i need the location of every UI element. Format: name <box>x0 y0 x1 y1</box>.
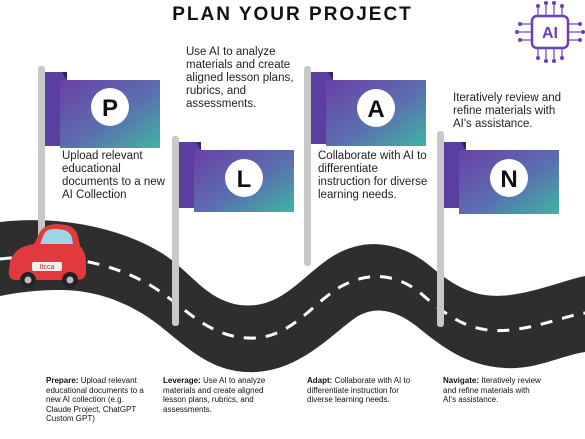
flag-badge-a <box>357 89 395 127</box>
caption-p: Upload relevant educational documents to… <box>62 150 165 201</box>
flag-badge-n <box>490 159 528 197</box>
caption-a: Collaborate with AI to differentiate ins… <box>318 150 428 201</box>
flag-letter-n: N <box>500 166 517 193</box>
flag-a: A <box>311 72 426 146</box>
desc-adapt-text: Collaborate with AI to differentiate ins… <box>307 376 411 405</box>
flag-letter-a: A <box>367 96 384 123</box>
ai-badge-text: AI <box>542 25 558 42</box>
ai-chip-icon: AI <box>515 1 585 63</box>
desc-prepare-title: Prepare: <box>46 376 79 385</box>
flag-l: L <box>179 142 294 212</box>
flag-pole-l <box>172 136 179 326</box>
caption-l: Use AI to analyze materials and create a… <box>186 46 294 110</box>
desc-navigate-text: Iteratively review and refine materials … <box>443 376 541 405</box>
flag-p: P <box>45 72 160 148</box>
flag-badge-p <box>91 88 129 126</box>
desc-adapt-title: Adapt: <box>307 376 333 385</box>
road-lane-markings <box>0 255 585 340</box>
desc-prepare-text: Upload relevant educational documents to… <box>46 376 144 424</box>
desc-leverage: Leverage: Use AI to analyze materials an… <box>163 376 275 414</box>
desc-leverage-text: Use AI to analyze materials and create a… <box>163 376 266 414</box>
car-label: Itcca <box>40 264 55 271</box>
flag-pole-a <box>304 66 311 266</box>
flag-letter-p: P <box>102 95 118 122</box>
flag-n: N <box>444 142 559 214</box>
flag-pole-n <box>437 131 444 327</box>
caption-n: Iteratively review and refine materials … <box>453 92 562 130</box>
desc-navigate-title: Navigate: <box>443 376 480 385</box>
desc-leverage-title: Leverage: <box>163 376 201 385</box>
road <box>0 220 585 373</box>
flag-letter-l: L <box>237 166 252 193</box>
page-title: PLAN YOUR PROJECT <box>172 4 413 25</box>
flag-badge-l <box>225 159 263 197</box>
desc-adapt: Adapt: Collaborate with AI to differenti… <box>307 376 411 405</box>
desc-navigate: Navigate: Iteratively review and refine … <box>443 376 543 405</box>
car-icon: Itcca <box>8 224 86 288</box>
desc-prepare: Prepare: Upload relevant educational doc… <box>46 376 150 424</box>
flag-pole-p <box>38 66 45 256</box>
